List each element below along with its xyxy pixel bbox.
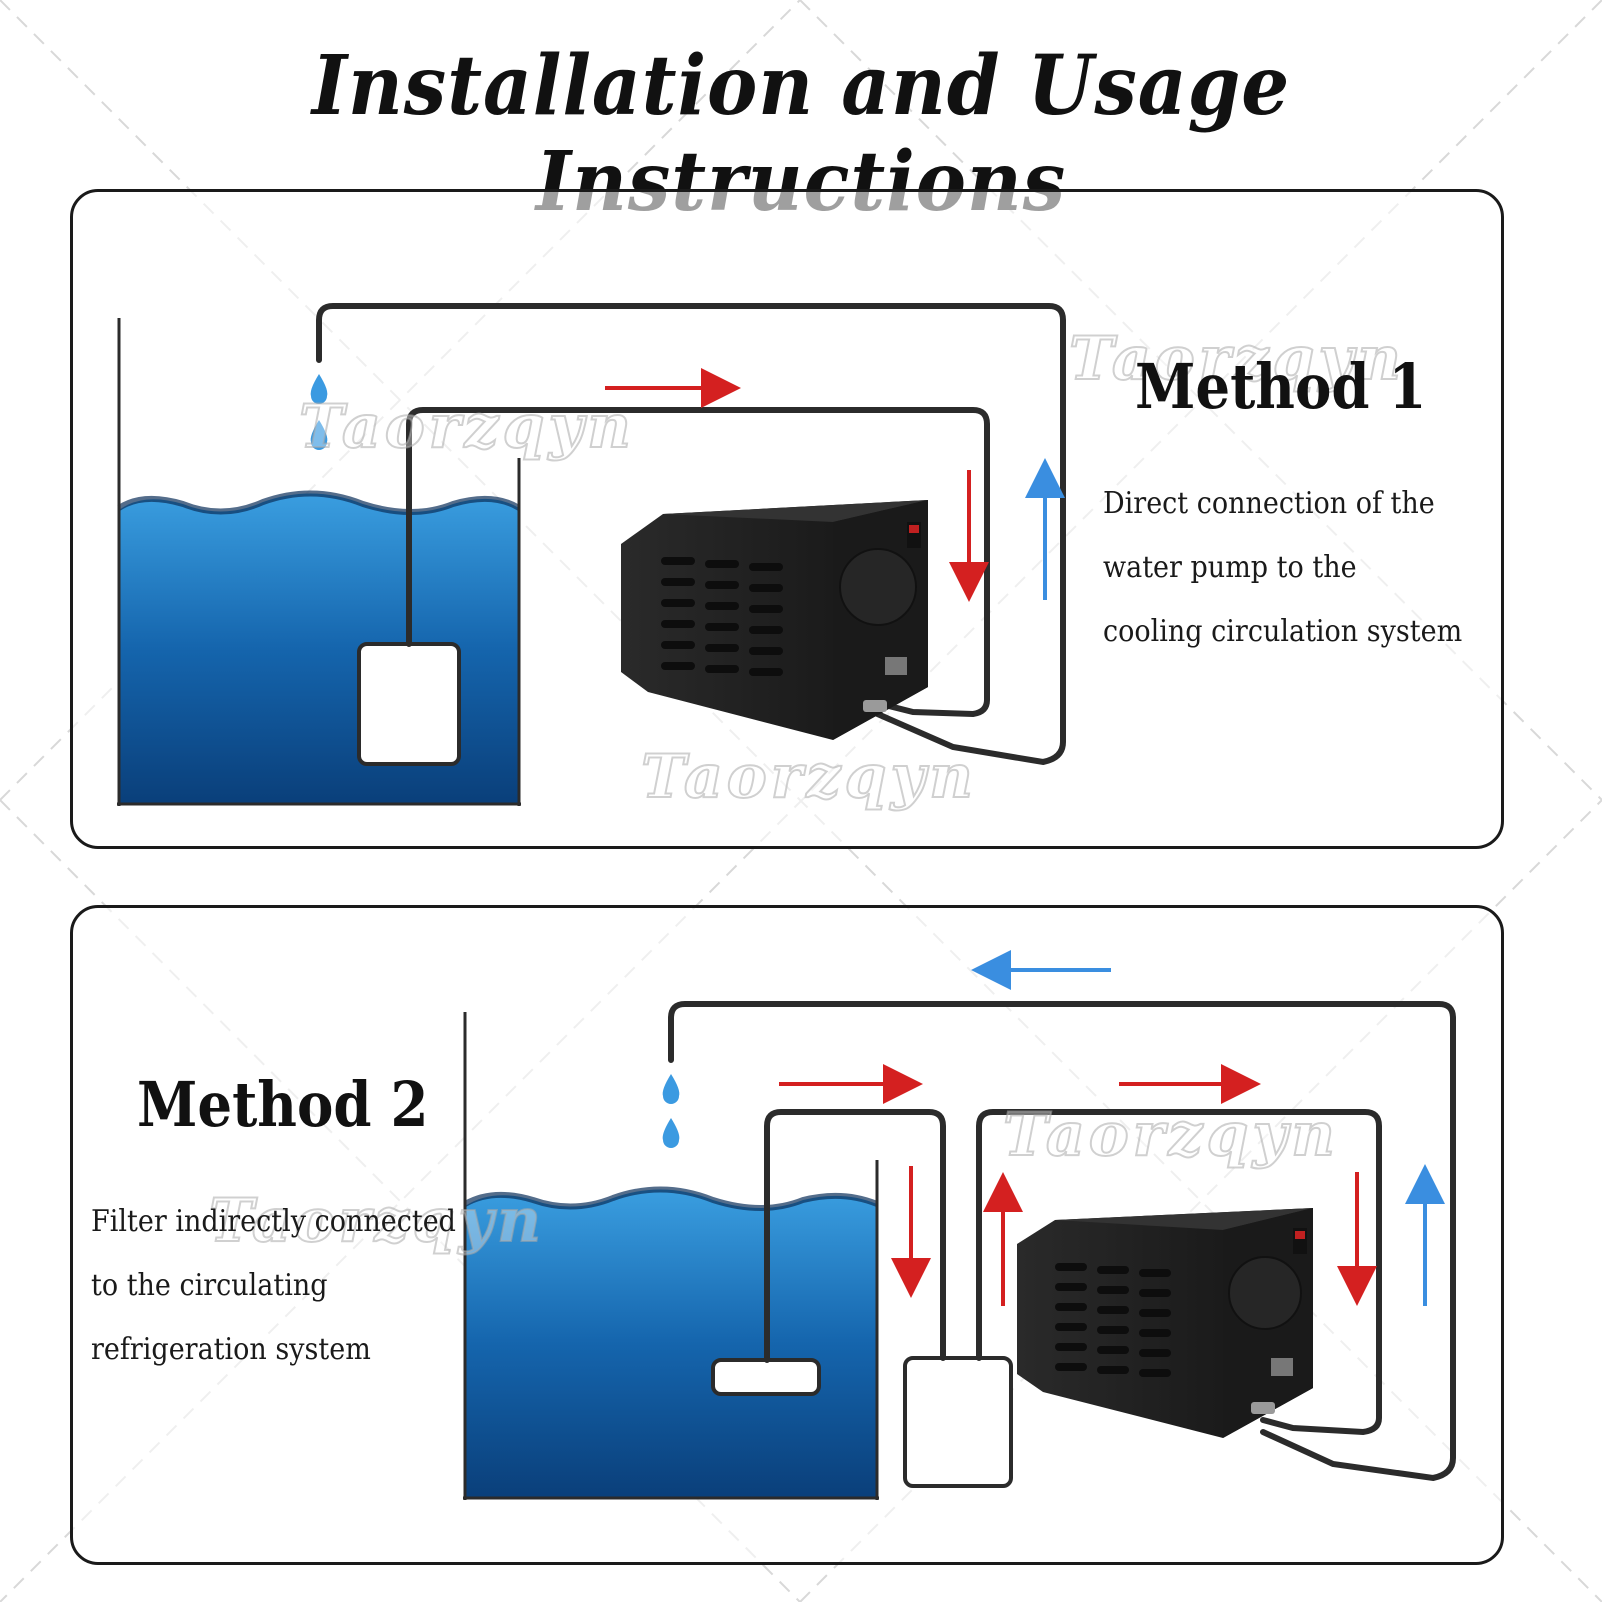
pump-box xyxy=(357,642,461,766)
description-line: Filter indirectly connected xyxy=(91,1204,456,1239)
droplet-icon xyxy=(310,374,328,450)
method-2-description: Filter indirectly connected to the circu… xyxy=(91,1190,456,1382)
method-1-panel: Taorzqyn Taorzqyn Taorzqyn Method 1 Dire… xyxy=(70,189,1504,849)
pipes xyxy=(316,303,1066,766)
watermark: Taorzqyn xyxy=(1002,1099,1339,1171)
chiller-unit xyxy=(621,500,928,740)
description-line: refrigeration system xyxy=(91,1332,371,1367)
description-line: cooling circulation system xyxy=(1103,614,1463,649)
method-1-diagram xyxy=(117,303,1066,806)
filter-box xyxy=(903,1356,1013,1488)
method-1-description: Direct connection of the water pump to t… xyxy=(1103,472,1462,664)
watermark: Taorzqyn xyxy=(1068,323,1405,395)
pipes xyxy=(668,1001,1456,1482)
description-line: Direct connection of the xyxy=(1103,486,1435,521)
pump-box xyxy=(711,1358,821,1396)
watermark: Taorzqyn xyxy=(640,741,977,813)
chiller-unit xyxy=(1017,1208,1313,1438)
method-1-title: Method 1 xyxy=(1135,350,1427,423)
method-2-diagram xyxy=(463,950,1456,1500)
method-2-title: Method 2 xyxy=(137,1068,429,1141)
water-tank xyxy=(463,1012,879,1500)
watermark: Taorzqyn xyxy=(208,1185,545,1257)
description-line: to the circulating xyxy=(91,1268,328,1303)
watermark: Taorzqyn xyxy=(298,391,635,463)
description-line: water pump to the xyxy=(1103,550,1357,585)
method-2-panel: Taorzqyn Taorzqyn Method 2 Filter indire… xyxy=(70,905,1504,1565)
droplet-icon xyxy=(662,1074,680,1148)
